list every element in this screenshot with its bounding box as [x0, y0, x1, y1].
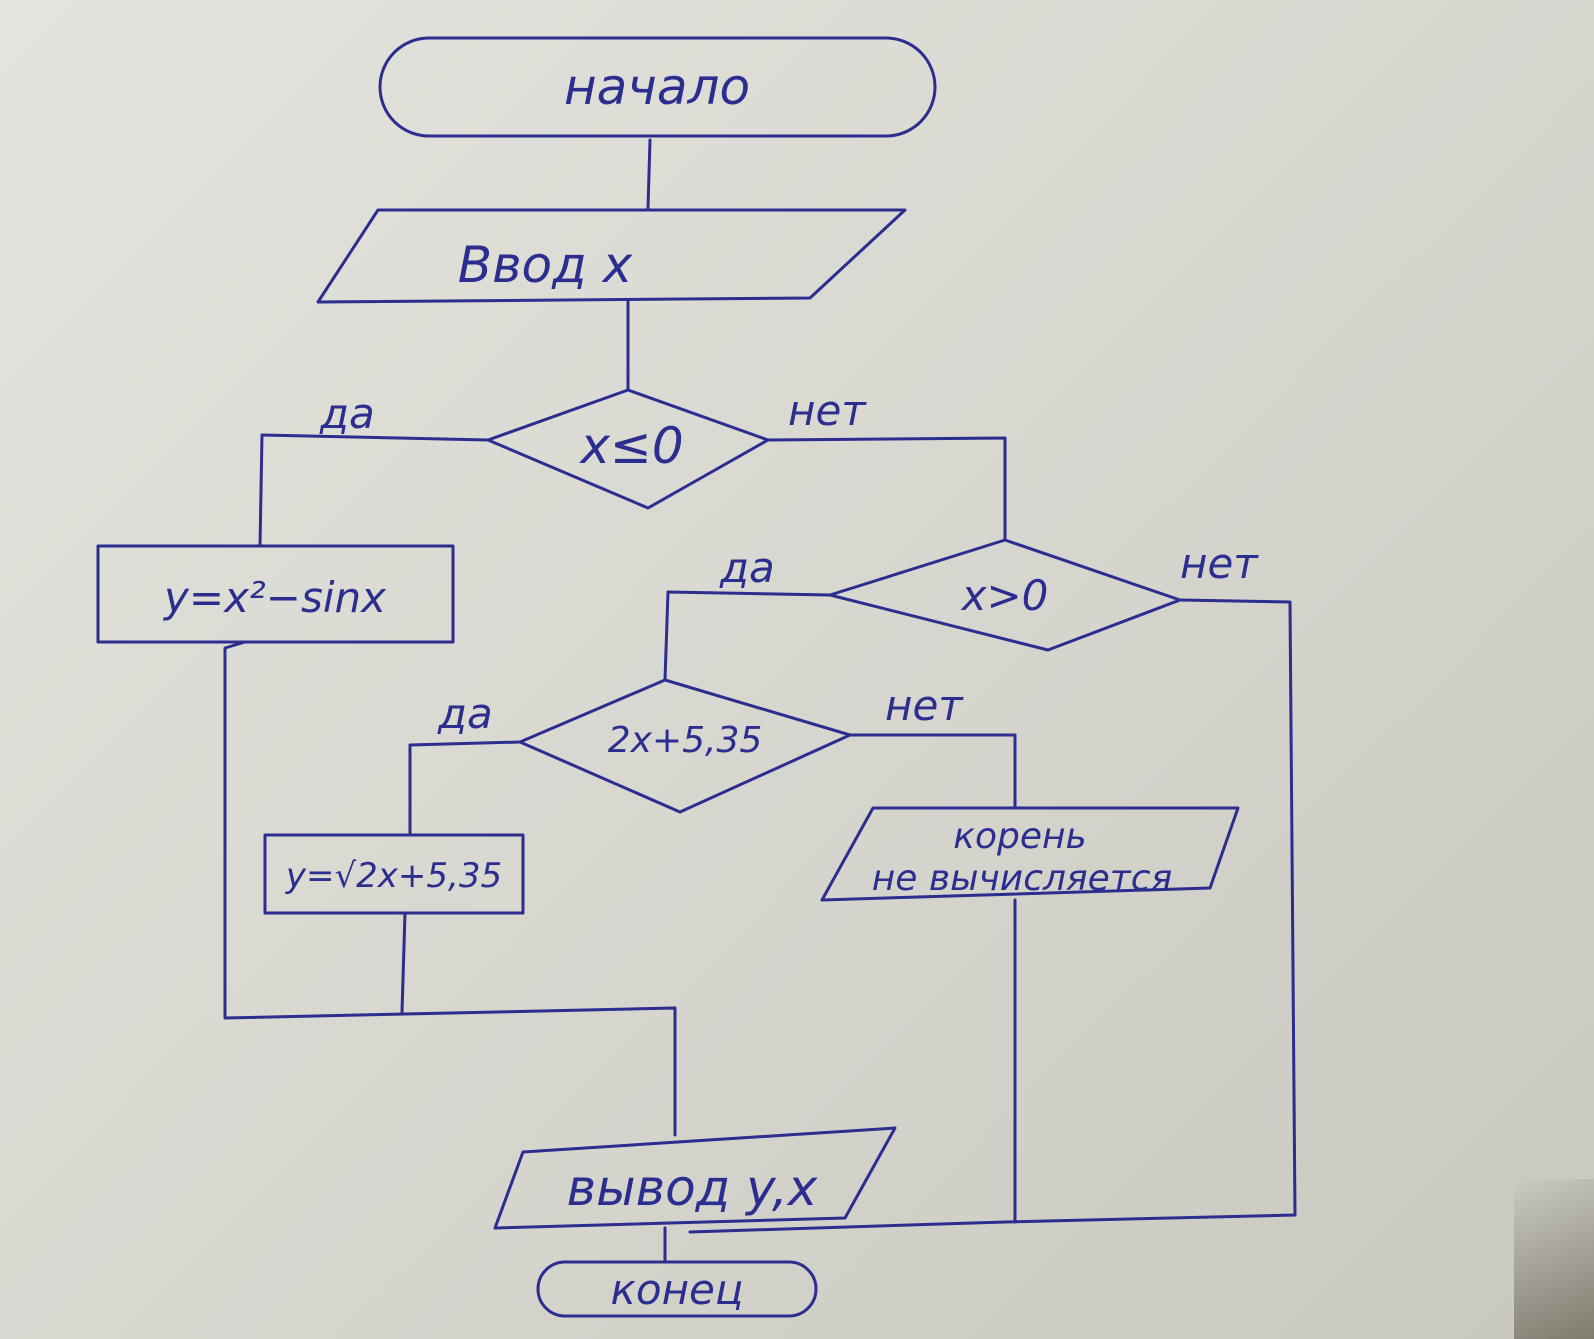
- input-block: [316, 208, 907, 304]
- start-label: начало: [564, 58, 750, 116]
- process2-block: [263, 833, 525, 915]
- decision3-no-label: нет: [885, 681, 964, 730]
- connector-decision2-no: [1003, 598, 1297, 1224]
- message-block: [820, 806, 1240, 902]
- connector-right-merge: [688, 1220, 1007, 1234]
- decision2-diamond: [828, 538, 1182, 652]
- output-block: [493, 1126, 897, 1230]
- end-terminator: [536, 1260, 818, 1318]
- input-label: Ввод x: [458, 236, 633, 294]
- start-terminator: [378, 36, 937, 138]
- table-edge-shadow: [1514, 1179, 1594, 1339]
- decision3-label: 2x+5,35: [608, 720, 763, 761]
- connector-decision2-yes: [663, 590, 832, 682]
- decision1-diamond: [486, 388, 770, 510]
- process2-label: y=√2x+5,35: [285, 856, 502, 896]
- process1-label: y=x²−sinx: [162, 573, 387, 622]
- decision3-yes-label: да: [437, 689, 493, 738]
- output-label: вывод y,x: [567, 1159, 818, 1217]
- decision3-diamond: [518, 678, 852, 814]
- process1-block: [96, 544, 455, 644]
- connector-decision3-yes: [408, 740, 522, 837]
- decision2-label: x>0: [960, 571, 1049, 620]
- connector-decision3-no: [848, 733, 1017, 810]
- connector-decision1-yes: [258, 433, 490, 548]
- connector-process2-merge: [400, 911, 407, 1014]
- decision1-yes-label: да: [319, 389, 375, 438]
- message-line1: корень: [953, 816, 1087, 857]
- connector-left-merge: [223, 640, 677, 1137]
- decision2-no-label: нет: [1180, 539, 1259, 588]
- decision2-yes-label: да: [719, 543, 775, 592]
- decision1-no-label: нет: [788, 386, 867, 435]
- decision1-label: x≤0: [578, 417, 683, 475]
- connector-start-input: [646, 138, 652, 210]
- end-label: конец: [611, 1265, 744, 1314]
- connector-decision1-no: [766, 436, 1007, 542]
- message-line2: не вычисляется: [872, 858, 1172, 899]
